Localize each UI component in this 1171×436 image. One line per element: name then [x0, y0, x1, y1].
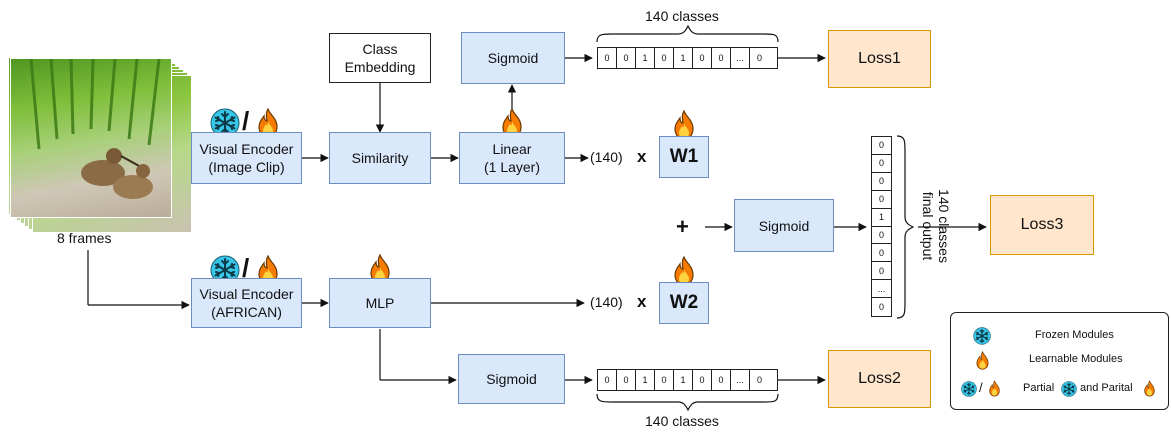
loss1-box: Loss1: [828, 30, 931, 88]
legend-panel: Frozen Modules Learnable Modules / Parti…: [950, 312, 1169, 410]
vector-cell: 0: [872, 137, 891, 155]
loss2-box: Loss2: [828, 350, 931, 408]
bottom-classes-label: 140 classes: [645, 413, 719, 429]
snowflake-icon: [1061, 381, 1077, 397]
top-times-sign: x: [637, 147, 647, 166]
mlp-box: MLP: [329, 278, 431, 328]
vector-cell: 0: [872, 262, 891, 281]
bird-frame-image: [10, 58, 172, 218]
similarity-box: Similarity: [329, 132, 431, 184]
weight-w2-box: W2: [659, 282, 709, 324]
linear-layer-box: Linear (1 Layer): [459, 132, 565, 184]
birds-illustration: [29, 59, 161, 199]
weight-w1-box: W1: [659, 136, 709, 178]
vector-cell: 1: [674, 48, 693, 68]
legend-partial-label-2: and Parital: [1080, 382, 1133, 394]
vector-cell: 0: [756, 375, 762, 385]
bottom-times-sign: x: [637, 292, 647, 311]
vector-cell: 0: [617, 370, 636, 390]
vector-cell: 0: [598, 48, 617, 68]
fire-icon: [1143, 380, 1156, 397]
vector-cell: 0: [756, 53, 762, 63]
snowflake-icon: [961, 381, 977, 397]
plus-sign: +: [676, 214, 689, 239]
sigmoid-top-box: Sigmoid: [461, 32, 565, 84]
snowflake-icon: [973, 327, 991, 345]
vector-cell: 1: [636, 370, 655, 390]
sigmoid-bottom-box: Sigmoid: [458, 354, 565, 404]
vector-cell: 0: [655, 370, 674, 390]
loss3-box: Loss3: [990, 195, 1094, 255]
vector-cell: 0: [617, 48, 636, 68]
vector-cell: 0: [655, 48, 674, 68]
vector-cell: 0: [693, 370, 712, 390]
vector-cell: 0: [598, 370, 617, 390]
legend-partial-label: Partial: [1023, 382, 1055, 394]
top-dim-label: (140): [590, 149, 623, 165]
vector-cell: 0: [872, 173, 891, 191]
bottom-dim-label: (140): [590, 294, 623, 310]
vector-cell: ...: [731, 48, 750, 68]
vector-cell: 0: [878, 302, 884, 313]
final-output-label: 140 classes final output: [920, 189, 952, 263]
vector-cell: ...: [872, 280, 891, 299]
sigmoid-final-box: Sigmoid: [734, 199, 834, 252]
vector-cell: 0: [872, 227, 891, 245]
vector-cell: 1: [872, 209, 891, 227]
fire-icon: [975, 351, 990, 370]
visual-encoder-image-clip: Visual Encoder (Image Clip): [191, 132, 302, 184]
legend-slash: /: [979, 380, 983, 395]
vector-cell: 0: [872, 191, 891, 209]
vector-cell: ...: [731, 370, 750, 390]
vector-cell: 0: [872, 155, 891, 173]
fire-icon: [988, 380, 1001, 397]
top-classes-label: 140 classes: [645, 8, 719, 24]
partial-slash: /: [242, 253, 250, 283]
legend-learnable-label: Learnable Modules: [1029, 353, 1123, 365]
vector-cell: 0: [872, 244, 891, 263]
visual-encoder-african: Visual Encoder (AFRICAN): [191, 278, 302, 328]
vector-cell: 1: [674, 370, 693, 390]
vector-cell: 0: [712, 370, 731, 390]
vector-cell: 0: [712, 48, 731, 68]
partial-slash: /: [242, 106, 250, 136]
vector-cell: 0: [693, 48, 712, 68]
vector-cell: 1: [636, 48, 655, 68]
frames-label: 8 frames: [57, 230, 112, 246]
class-embedding-box: Class Embedding: [329, 33, 431, 83]
legend-frozen-label: Frozen Modules: [1035, 329, 1114, 341]
